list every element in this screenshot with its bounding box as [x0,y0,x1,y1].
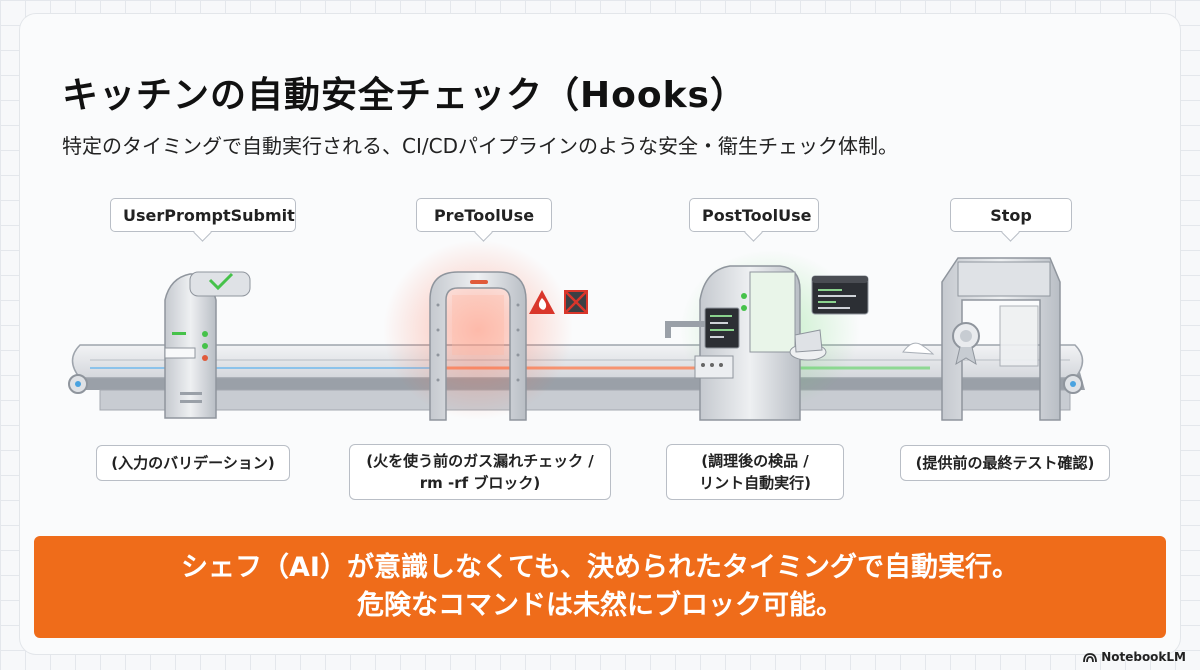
stage-desc-stop: (提供前の最終テスト確認) [900,445,1110,481]
station-post-tool-use [665,265,827,421]
stage-desc-line: (提供前の最終テスト確認) [915,454,1095,472]
stage-desc-pre-tool-use: (火を使う前のガス漏れチェック / rm -rf ブロック) [349,444,611,500]
page-subtitle: 特定のタイミングで自動実行される、CI/CDパイプラインのような安全・衛生チェッ… [62,134,898,158]
stage-label-pre-tool-use: PreToolUse [416,198,552,232]
stage-desc-user-prompt-submit: (入力のバリデーション) [96,445,290,481]
summary-banner: シェフ（AI）が意識しなくても、決められたタイミングで自動実行。 危険なコマンド… [34,536,1166,638]
brand-name: NotebookLM [1101,650,1186,664]
stage-desc-line: リント自動実行) [699,474,811,492]
stage-desc-line: (調理後の検品 / [701,452,809,470]
conveyor-belt [68,344,1085,411]
station-user-prompt-submit [164,271,251,419]
page-title: キッチンの自動安全チェック（Hooks） [62,75,747,116]
stage-label-user-prompt-submit: UserPromptSubmit [110,198,296,232]
certificate-icon [952,322,980,366]
blocked-tool-icon [564,290,588,314]
station-pre-tool-use [429,271,527,421]
stage-desc-line: rm -rf ブロック) [419,474,541,492]
stage-desc-line: (入力のバリデーション) [111,454,275,472]
notebooklm-icon [1083,653,1098,663]
summary-banner-line-1: シェフ（AI）が意識しなくても、決められたタイミングで自動実行。 [181,552,1019,583]
summary-banner-line-2: 危険なコマンドは未然にブロック可能。 [357,590,843,621]
stage-label-stop: Stop [950,198,1072,232]
stage-label-post-tool-use: PostToolUse [689,198,819,232]
code-screen-icon [811,275,869,315]
brand-logo: NotebookLM [1083,650,1186,664]
stage-desc-line: (火を使う前のガス漏れチェック / [366,452,594,470]
station-stop [902,257,1061,421]
fire-warning-icon [529,290,555,314]
stage-desc-post-tool-use: (調理後の検品 / リント自動実行) [666,444,844,500]
conveyor-scene [68,240,1085,421]
